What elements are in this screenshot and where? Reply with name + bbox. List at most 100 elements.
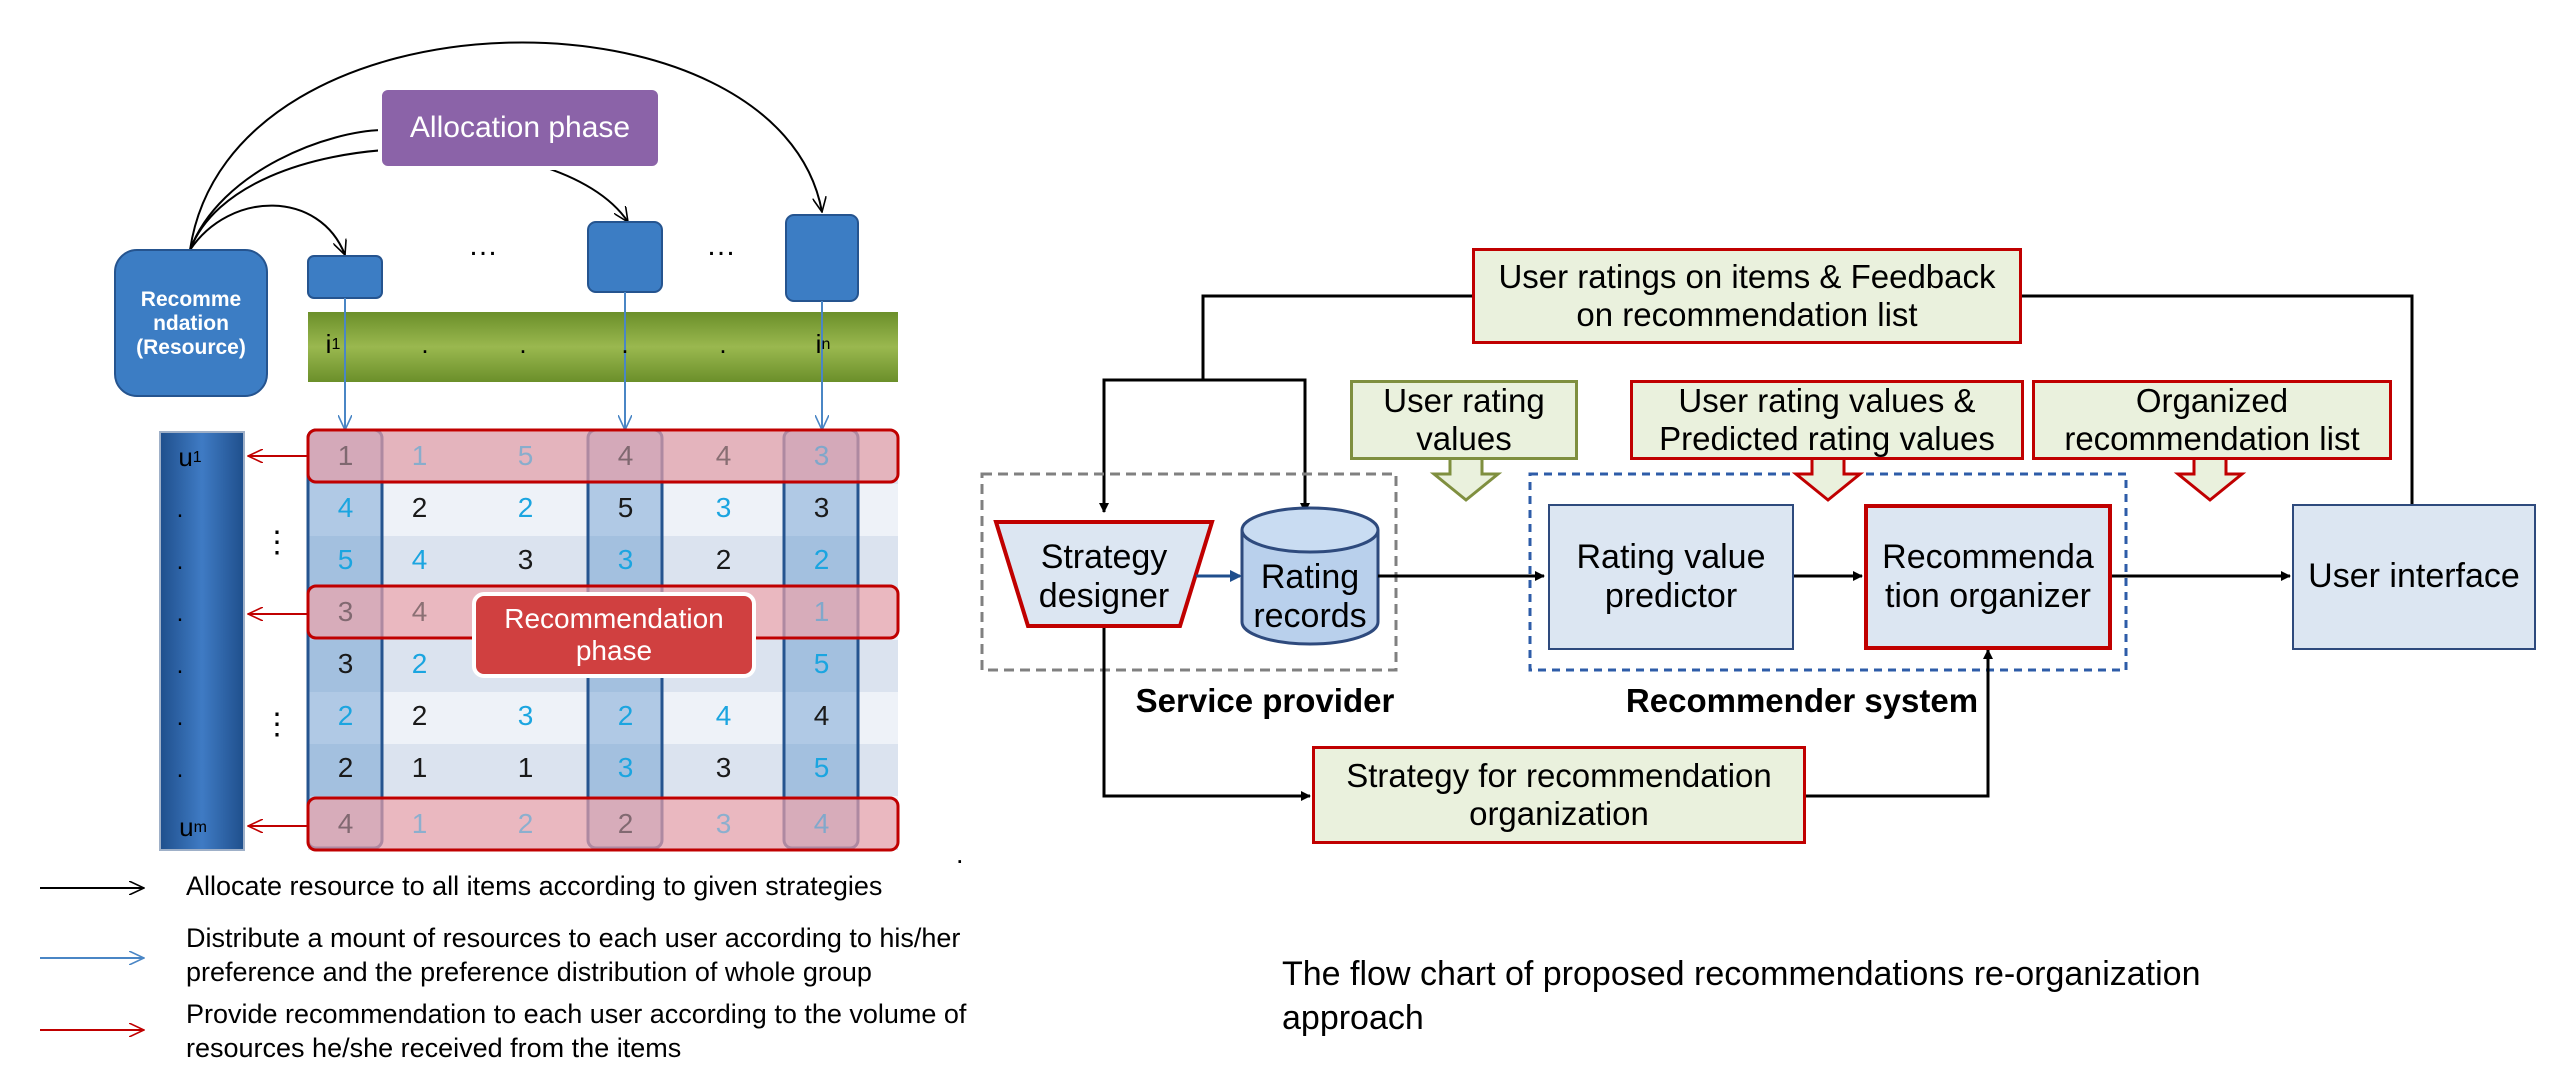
item-last-sub: n bbox=[821, 335, 831, 353]
matrix-cell-r4-c0: 3 bbox=[337, 648, 354, 679]
stray-dot: . bbox=[956, 839, 964, 869]
matrix-cell-r5-c5: 4 bbox=[813, 700, 830, 731]
item-dot-3: . bbox=[621, 329, 629, 360]
item-resource-1 bbox=[307, 255, 383, 299]
matrix-cell-r2-c4: 2 bbox=[715, 544, 732, 575]
item-dot-2: . bbox=[519, 329, 527, 360]
legend-text-distribute: Distribute a mount of resources to each … bbox=[186, 923, 961, 987]
rating-records-shape bbox=[1240, 506, 1380, 646]
matrix-cell-r0-c5: 3 bbox=[813, 440, 830, 471]
user-first-sub: 1 bbox=[192, 448, 202, 466]
matrix-cell-r7-c0: 4 bbox=[337, 808, 354, 839]
strategy-designer-label: Strategy designer bbox=[1038, 537, 1170, 615]
matrix-cell-r3-c0: 3 bbox=[337, 596, 354, 627]
item-first-letter: i bbox=[325, 329, 332, 360]
matrix-cell-r1-c2: 2 bbox=[517, 492, 534, 523]
item-ellipsis-2: … bbox=[706, 228, 736, 262]
matrix-cell-r1-c4: 3 bbox=[715, 492, 732, 523]
matrix-cell-r7-c2: 2 bbox=[517, 808, 534, 839]
allocation-phase-box bbox=[378, 86, 662, 170]
legend-arrows bbox=[40, 888, 144, 1030]
matrix-cell-r5-c2: 3 bbox=[517, 700, 534, 731]
matrix-cell-r1-c0: 4 bbox=[337, 492, 354, 523]
user-last-sub: m bbox=[193, 818, 207, 836]
service-provider-label: Service provider bbox=[1135, 682, 1395, 720]
item-resource-n bbox=[785, 214, 859, 302]
matrix-cell-r0-c2: 5 bbox=[517, 440, 534, 471]
matrix-cell-r6-c1: 1 bbox=[411, 752, 428, 783]
user-first-letter: u bbox=[178, 442, 193, 473]
recommender-system-label: Recommender system bbox=[1625, 682, 1979, 720]
user-and-predicted-box: User rating values & Predicted rating va… bbox=[1630, 380, 2024, 460]
user-bar bbox=[159, 431, 245, 851]
matrix-cell-r3-c5: 1 bbox=[813, 596, 830, 627]
organized-list-box: Organized recommendation list bbox=[2032, 380, 2392, 460]
item-bar bbox=[308, 312, 898, 382]
matrix-cell-r2-c3: 3 bbox=[617, 544, 634, 575]
legend-text-provide: Provide recommendation to each user acco… bbox=[186, 999, 967, 1063]
figure-caption: The flow chart of proposed recommendatio… bbox=[1282, 955, 2201, 1038]
matrix-cell-r1-c3: 5 bbox=[617, 492, 634, 523]
user-dot-6: . bbox=[176, 756, 184, 784]
vdots-1: ⋮ bbox=[262, 525, 292, 559]
user-dot-2: . bbox=[176, 548, 184, 576]
flow-arrows bbox=[1102, 570, 2291, 801]
hollow-down-arrows bbox=[1429, 456, 2247, 502]
matrix-cell-r2-c2: 3 bbox=[517, 544, 534, 575]
recommendation-organizer-box: Recommenda tion organizer bbox=[1864, 504, 2112, 650]
matrix-cell-r0-c3: 4 bbox=[617, 440, 634, 471]
matrix-cell-r5-c1: 2 bbox=[411, 700, 428, 731]
feedback-loop bbox=[1099, 294, 2414, 513]
curve-to-item-n bbox=[189, 41, 822, 251]
matrix-cell-r7-c3: 2 bbox=[617, 808, 634, 839]
allocation-curves bbox=[189, 41, 822, 255]
user-dot-3: . bbox=[176, 600, 184, 628]
item-dot-1: . bbox=[421, 329, 429, 360]
item-first-sub: 1 bbox=[331, 335, 341, 353]
matrix-cell-r5-c4: 4 bbox=[715, 700, 732, 731]
strategy-designer-shape bbox=[993, 520, 1215, 628]
matrix-cell-r2-c1: 4 bbox=[411, 544, 428, 575]
matrix-cell-r0-c4: 4 bbox=[715, 440, 732, 471]
user-last-letter: u bbox=[179, 812, 194, 843]
matrix-cell-r0-c1: 1 bbox=[411, 440, 428, 471]
item-ellipsis-1: … bbox=[468, 228, 498, 262]
curve-from-allocation bbox=[189, 129, 386, 251]
matrix-cell-r6-c0: 2 bbox=[337, 752, 354, 783]
item-resource-mid bbox=[587, 221, 663, 293]
rating-value-predictor-box: Rating value predictor bbox=[1548, 504, 1794, 650]
matrix-cell-r6-c3: 3 bbox=[617, 752, 634, 783]
matrix-cell-r4-c1: 2 bbox=[411, 648, 428, 679]
service-provider-container bbox=[980, 472, 1398, 672]
matrix-cell-r1-c1: 2 bbox=[411, 492, 428, 523]
matrix-cell-r2-c0: 5 bbox=[337, 544, 354, 575]
matrix-to-user-arrows bbox=[248, 456, 308, 826]
vdots-2: ⋮ bbox=[262, 707, 292, 741]
strategy-for-org-box: Strategy for recommendation organization bbox=[1312, 746, 1806, 844]
matrix-cell-r7-c4: 3 bbox=[715, 808, 732, 839]
resource-box bbox=[114, 249, 268, 397]
matrix-cell-r6-c4: 3 bbox=[715, 752, 732, 783]
allocation-phase-label: Allocation phase bbox=[409, 110, 631, 144]
item-last-letter: i bbox=[815, 329, 822, 360]
legend-text-allocate: Allocate resource to all items according… bbox=[186, 871, 883, 901]
feedback-box: User ratings on items & Feedback on reco… bbox=[1472, 248, 2022, 344]
matrix-cell-r7-c1: 1 bbox=[411, 808, 428, 839]
rating-records-label: Rating records bbox=[1253, 557, 1367, 635]
matrix-cell-r5-c3: 2 bbox=[617, 700, 634, 731]
matrix-cell-r0-c0: 1 bbox=[337, 440, 354, 471]
recommendation-phase-label: Recommendation phase bbox=[504, 602, 724, 666]
user-dot-1: . bbox=[176, 496, 184, 524]
item-dot-4: . bbox=[719, 329, 727, 360]
matrix-cell-r2-c5: 2 bbox=[813, 544, 830, 575]
item-to-matrix-arrows bbox=[345, 292, 822, 430]
user-interface-box: User interface bbox=[2292, 504, 2536, 650]
resource-label: Recomme ndation (Resource) bbox=[136, 287, 246, 360]
matrix-cell-r7-c5: 4 bbox=[813, 808, 830, 839]
matrix-cell-r6-c5: 5 bbox=[813, 752, 830, 783]
matrix-cell-r4-c5: 5 bbox=[813, 648, 830, 679]
